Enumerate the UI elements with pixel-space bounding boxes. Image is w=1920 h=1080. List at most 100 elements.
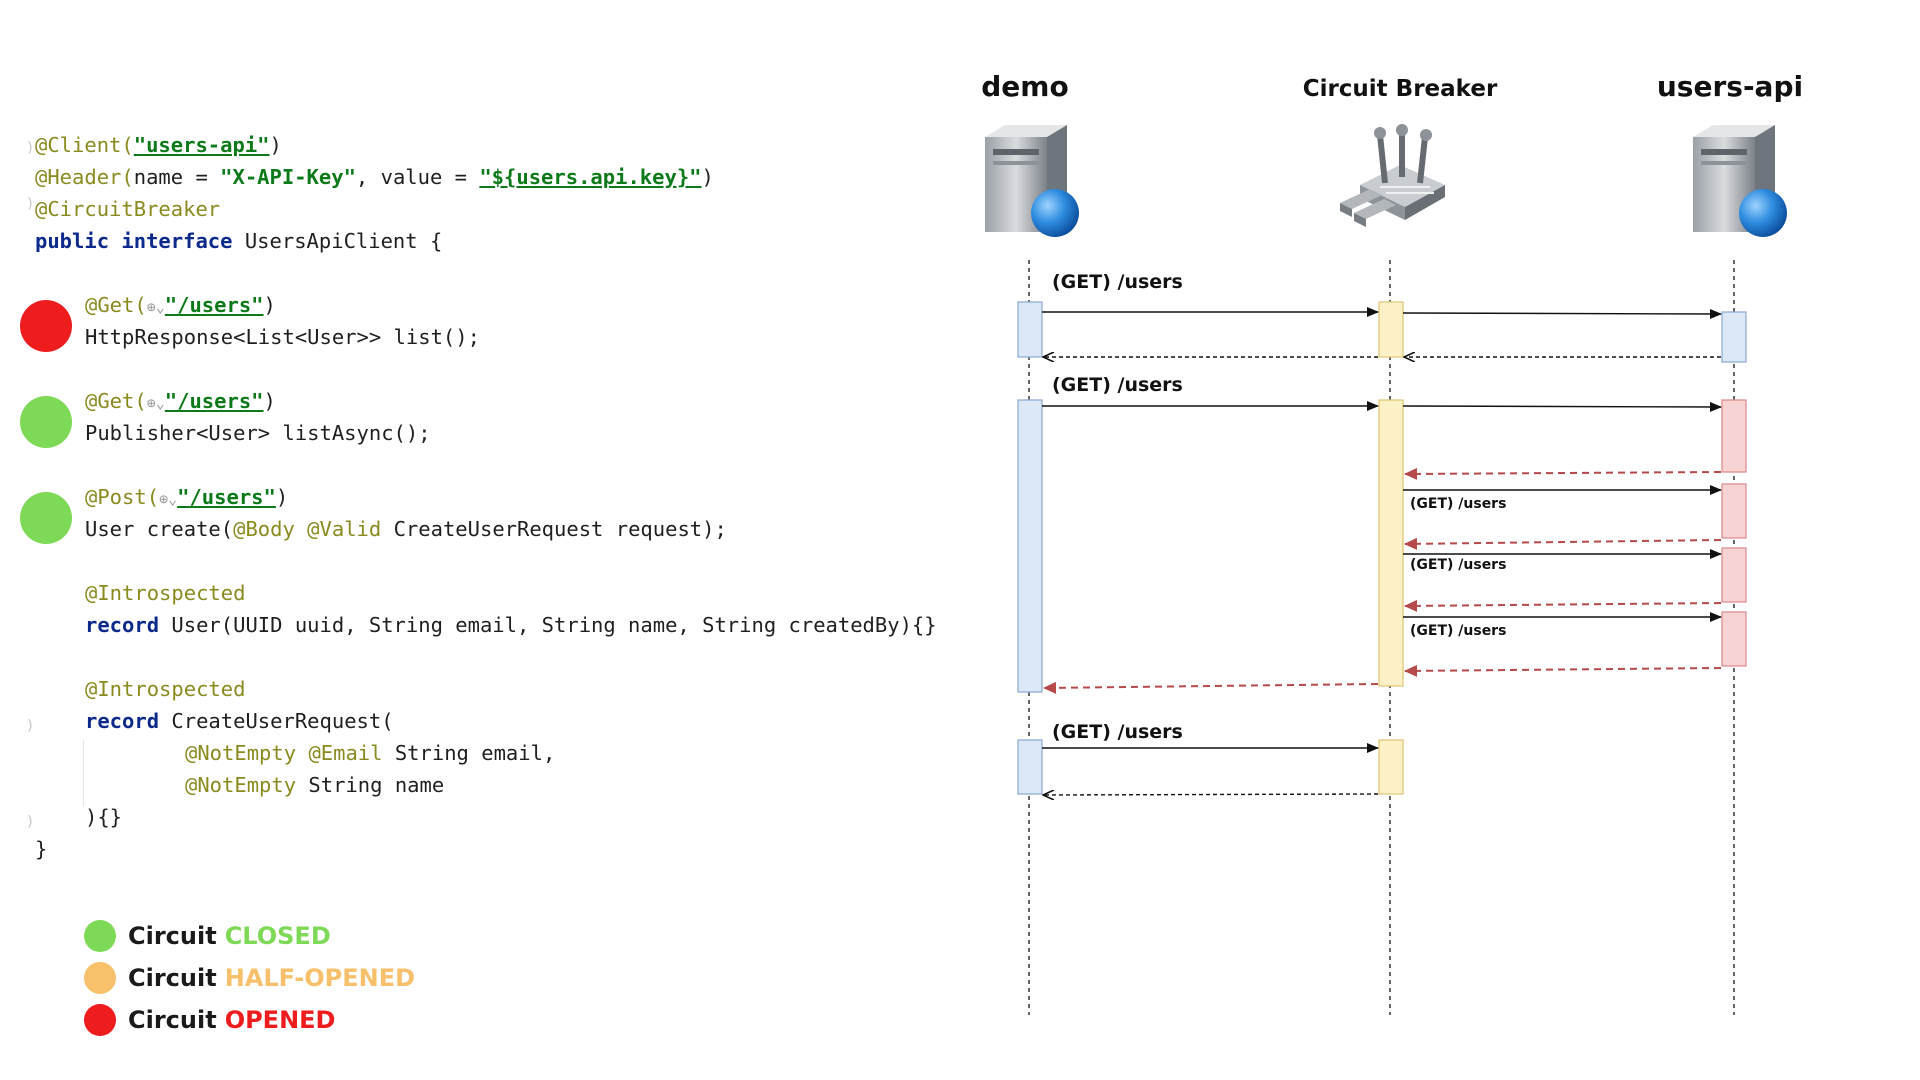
globe-icon[interactable]: ⊕⌄ — [146, 394, 165, 412]
globe-icon[interactable]: ⊕⌄ — [146, 298, 165, 316]
status-dot-closed — [20, 492, 72, 544]
code-line-client: @Client("users-api") — [35, 130, 282, 160]
legend-state: CLOSED — [224, 922, 331, 950]
legend-dot — [84, 1004, 116, 1036]
code-line-list: HttpResponse<List<User>> list(); — [85, 325, 480, 349]
code-text: User(UUID uuid, String email, String nam… — [159, 613, 937, 637]
code-text: , value = — [355, 165, 480, 189]
legend-word: Circuit — [128, 922, 217, 950]
error-arrow — [1043, 681, 1379, 694]
code-line-record-close: ){} — [85, 805, 123, 829]
code-line-interface: public interface UsersApiClient { — [35, 226, 442, 256]
annotation: @Email — [308, 741, 383, 765]
status-dot-opened — [20, 300, 72, 352]
fold-marker: ) — [26, 718, 35, 734]
legend-dot — [84, 920, 116, 952]
annotation: @NotEmpty — [185, 741, 297, 765]
legend-half-opened: Circuit HALF-OPENED — [84, 960, 415, 996]
annotation: @Post( — [85, 485, 160, 509]
code-line-email-field: @NotEmpty @Email String email, — [185, 738, 555, 768]
fold-marker: ) — [26, 196, 35, 212]
message-label: (GET) /users — [1052, 374, 1183, 396]
punct: ) — [263, 293, 276, 317]
message-label: (GET) /users — [1052, 721, 1183, 743]
retry-label: (GET) /users — [1410, 557, 1506, 573]
annotation: @Get( — [85, 293, 147, 317]
code-line-interface-close: } — [35, 837, 48, 861]
code-text: User create( — [85, 517, 234, 541]
retry-label: (GET) /users — [1410, 496, 1506, 512]
activation-breaker — [1378, 301, 1404, 358]
punct: ) — [275, 485, 289, 509]
code-line-create: User create(@Body @Valid CreateUserReque… — [85, 514, 727, 544]
error-arrow — [1404, 664, 1722, 677]
activation-users-api-failed — [1721, 547, 1747, 603]
request-arrow — [1402, 308, 1722, 319]
error-arrow — [1404, 537, 1722, 550]
actor-title-demo: demo — [981, 70, 1069, 103]
string-literal: "/users" — [164, 389, 264, 413]
legend-dot — [84, 962, 116, 994]
code-line-list-async: Publisher<User> listAsync(); — [85, 421, 431, 445]
actor-title-users-api: users-api — [1656, 70, 1804, 103]
error-arrow — [1404, 467, 1722, 480]
code-text: name = — [133, 165, 221, 189]
legend-word: Circuit — [128, 964, 217, 992]
activation-users-api-failed — [1721, 399, 1747, 473]
response-arrow — [1043, 794, 1379, 795]
circuit-breaker-icon — [1340, 124, 1445, 227]
code-line-get-list-async: @Get(⊕⌄"/users") — [85, 386, 276, 416]
code-text: String email, — [382, 741, 556, 765]
annotation: @Valid — [307, 517, 382, 541]
legend-state: HALF-OPENED — [224, 964, 416, 992]
activation-breaker — [1378, 399, 1404, 687]
activation-users-api — [1721, 311, 1747, 363]
string-literal: "/users" — [164, 293, 264, 317]
code-line-post: @Post(⊕⌄"/users") — [85, 482, 288, 512]
fold-marker: ) — [26, 140, 35, 156]
code-text: CreateUserRequest( — [159, 709, 394, 733]
annotation: @NotEmpty — [185, 773, 297, 797]
punct: ) — [701, 165, 714, 189]
code-editor: ) ) ) ) @Client("users-api") @Header(nam… — [0, 0, 980, 900]
fold-marker: ) — [26, 814, 35, 830]
string-literal: "X-API-Key" — [220, 165, 356, 189]
error-arrow — [1404, 599, 1722, 612]
activation-demo — [1017, 399, 1043, 693]
punct: ) — [269, 133, 282, 157]
annotation: @Get( — [85, 389, 147, 413]
legend-state: OPENED — [224, 1006, 336, 1034]
legend-closed: Circuit CLOSED — [84, 918, 331, 954]
keyword: record — [85, 709, 160, 733]
code-line-record-request: record CreateUserRequest( — [85, 706, 394, 736]
code-text: UsersApiClient { — [232, 229, 443, 253]
legend-opened: Circuit OPENED — [84, 1002, 335, 1038]
keyword: public interface — [35, 229, 233, 253]
activation-demo — [1017, 739, 1043, 795]
retry-label: (GET) /users — [1410, 623, 1506, 639]
code-line-header: @Header(name = "X-API-Key", value = "${u… — [35, 162, 714, 192]
string-literal: "users-api" — [133, 133, 270, 157]
string-literal: "${users.api.key}" — [479, 165, 702, 189]
message-label: (GET) /users — [1052, 271, 1183, 293]
actor-title-circuit-breaker: Circuit Breaker — [1302, 76, 1498, 102]
code-line-get-list: @Get(⊕⌄"/users") — [85, 290, 276, 320]
punct: ) — [263, 389, 276, 413]
status-dot-closed — [20, 396, 72, 448]
globe-icon[interactable]: ⊕⌄ — [159, 490, 178, 508]
activation-demo — [1017, 301, 1043, 358]
annotation: @Body — [233, 517, 295, 541]
string-literal: "/users" — [177, 485, 276, 509]
annotation: @Client( — [35, 133, 134, 157]
activation-users-api-failed — [1721, 611, 1747, 667]
code-line-introspected-2: @Introspected — [85, 677, 246, 701]
code-text: CreateUserRequest request); — [381, 517, 727, 541]
legend-word: Circuit — [128, 1006, 217, 1034]
code-line-record-user: record User(UUID uuid, String email, Str… — [85, 610, 937, 640]
annotation: @Header( — [35, 165, 134, 189]
code-text: String name — [296, 773, 445, 797]
server-icon — [985, 125, 1079, 237]
activation-users-api-failed — [1721, 483, 1747, 539]
code-line-introspected-1: @Introspected — [85, 581, 246, 605]
